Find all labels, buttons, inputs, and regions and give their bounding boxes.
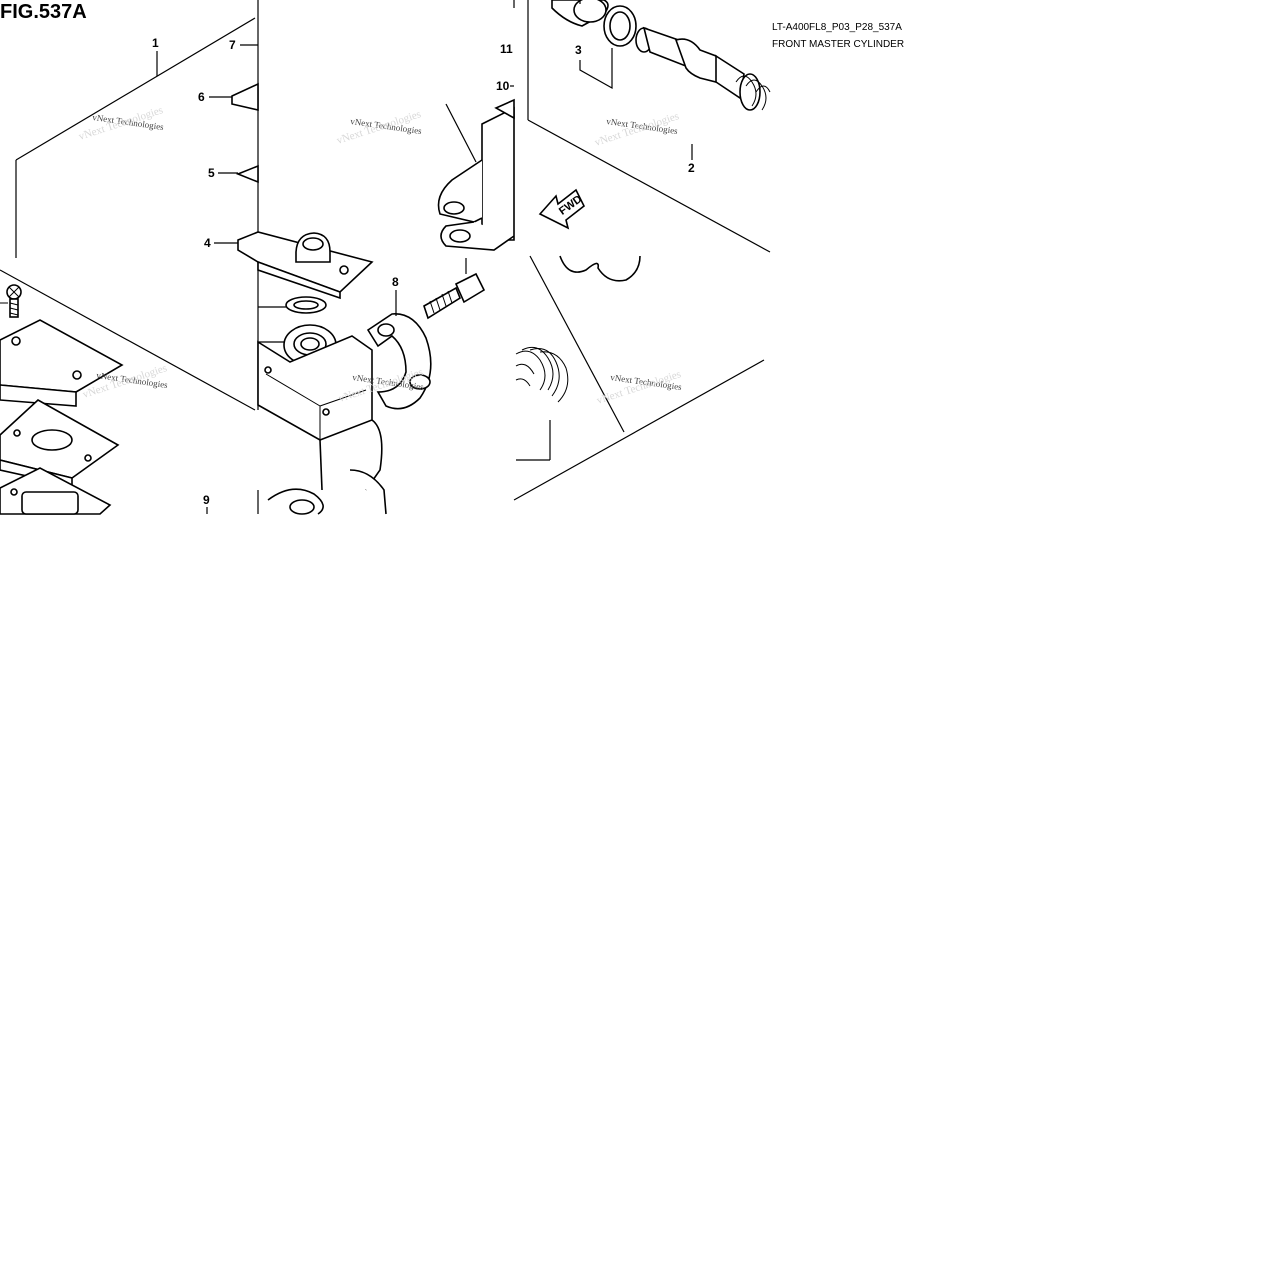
svg-text:6: 6 — [198, 90, 205, 104]
callout-9: 9 — [203, 493, 210, 514]
svg-text:7: 7 — [229, 38, 236, 52]
svg-text:10: 10 — [496, 79, 510, 93]
washer-part — [258, 296, 327, 314]
figure-name: FRONT MASTER CYLINDER — [772, 39, 904, 50]
piston-part — [635, 26, 761, 111]
svg-text:4: 4 — [204, 236, 211, 250]
figure-title: FIG.537A — [0, 1, 87, 23]
callout-3: 3 — [575, 43, 613, 90]
diaphragm-part — [0, 467, 112, 515]
callout-8: 8 — [392, 275, 399, 316]
callout-11: 11 — [500, 42, 513, 56]
svg-text:1: 1 — [152, 36, 159, 50]
svg-text:11: 11 — [500, 42, 513, 56]
figure-code: LT-A400FL8_P03_P28_537A — [772, 22, 902, 33]
left-panel — [0, 17, 256, 515]
callout-6: 6 — [198, 90, 232, 104]
svg-text:2: 2 — [688, 161, 695, 175]
right-panel: FWD — [513, 0, 771, 501]
svg-text:5: 5 — [208, 166, 215, 180]
return-spring-part — [515, 346, 569, 403]
spring-part — [735, 75, 771, 111]
reservoir-cap-part — [0, 319, 124, 407]
callout-4: 4 — [204, 236, 238, 250]
middle-panel — [231, 0, 515, 515]
screw-part — [0, 284, 22, 318]
lever-bracket-part — [437, 98, 515, 251]
gasket-part — [237, 231, 374, 300]
callout-10: 10 — [496, 79, 514, 93]
cylinder-body-part — [257, 335, 387, 515]
fwd-arrow-icon: FWD — [538, 188, 586, 230]
watermarks: vNext Technologies vNext Technologies vN… — [77, 104, 683, 407]
svg-text:9: 9 — [203, 493, 210, 507]
bolt-part — [423, 258, 486, 320]
clamp-part — [366, 313, 432, 410]
callout-1: 1 — [152, 36, 159, 76]
diaphragm-plate-part — [0, 399, 120, 487]
svg-text:8: 8 — [392, 275, 399, 289]
svg-text:3: 3 — [575, 43, 582, 57]
callout-2: 2 — [688, 144, 695, 175]
callout-5: 5 — [208, 166, 238, 180]
callout-7: 7 — [229, 38, 258, 52]
piston-cup-part — [551, 0, 609, 27]
circlip-part — [603, 5, 637, 47]
